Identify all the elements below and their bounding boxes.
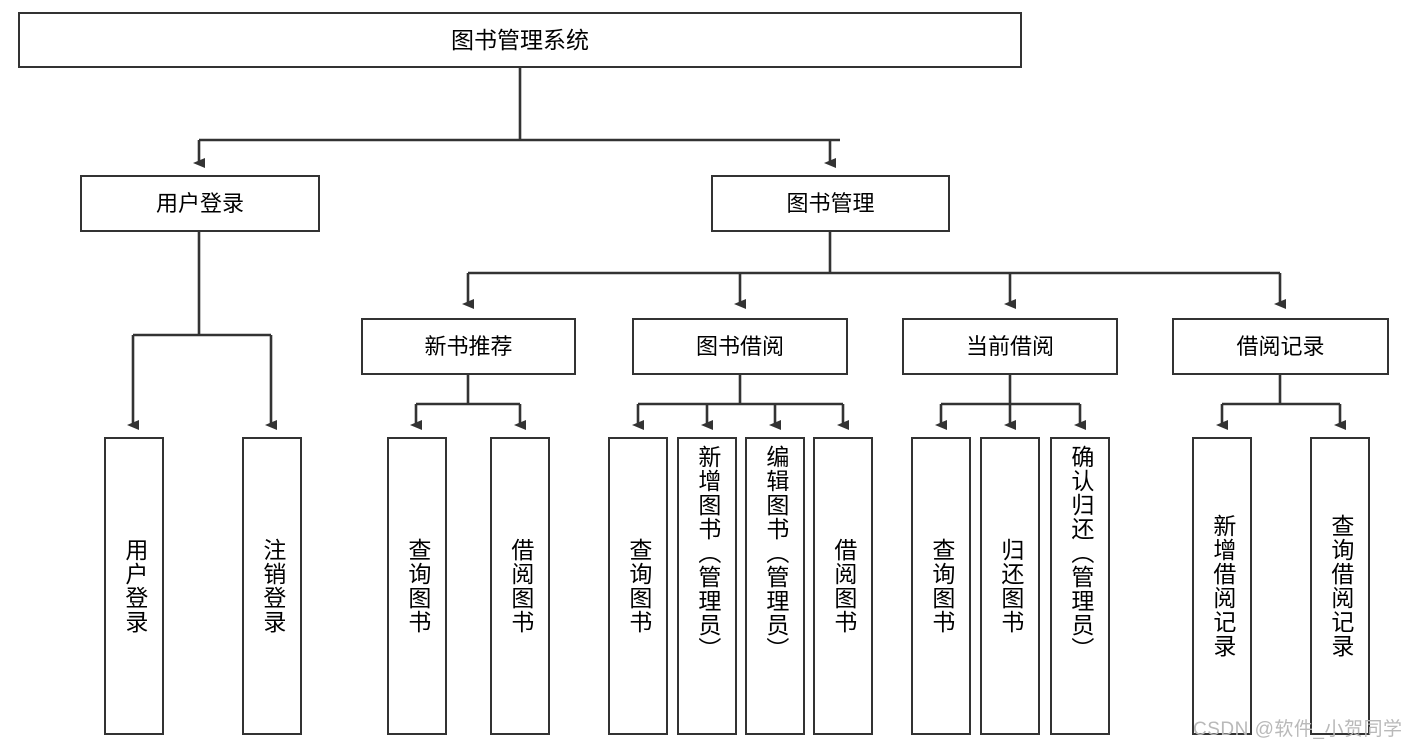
node-label: 图书管理系统 <box>451 26 589 53</box>
node-label: 确认归还（管理员） <box>1067 445 1094 661</box>
leaf-confirm-return-admin[interactable]: 确认归还（管理员） <box>1050 437 1110 735</box>
csdn-watermark: CSDN @软件_小贺同学 <box>1193 719 1403 740</box>
leaf-add-book-admin[interactable]: 新增图书（管理员） <box>677 437 737 735</box>
node-label: 查询图书 <box>625 538 652 634</box>
node-label: 编辑图书（管理员） <box>762 445 789 661</box>
node-label: 图书借阅 <box>695 333 784 359</box>
node-label: 注销登录 <box>259 538 286 634</box>
node-user-login[interactable]: 用户登录 <box>80 175 320 232</box>
node-label: 新书推荐 <box>424 333 513 359</box>
node-label: 借阅图书 <box>507 538 534 634</box>
node-current-borrow[interactable]: 当前借阅 <box>902 318 1118 375</box>
leaf-user-login[interactable]: 用户登录 <box>104 437 164 735</box>
node-new-book-recommend[interactable]: 新书推荐 <box>361 318 576 375</box>
node-book-management[interactable]: 图书管理 <box>711 175 950 232</box>
leaf-query-book-current[interactable]: 查询图书 <box>911 437 971 735</box>
node-label: 当前借阅 <box>965 333 1054 359</box>
node-label: 图书管理 <box>786 190 875 216</box>
node-book-borrow[interactable]: 图书借阅 <box>632 318 848 375</box>
leaf-return-book[interactable]: 归还图书 <box>980 437 1040 735</box>
leaf-query-book-borrow[interactable]: 查询图书 <box>608 437 668 735</box>
node-label: 查询借阅记录 <box>1327 514 1354 658</box>
leaf-query-book-recommend[interactable]: 查询图书 <box>387 437 447 735</box>
leaf-logout[interactable]: 注销登录 <box>242 437 302 735</box>
node-label: 新增图书（管理员） <box>694 445 721 661</box>
node-label: 借阅记录 <box>1236 333 1325 359</box>
leaf-query-borrow-record[interactable]: 查询借阅记录 <box>1310 437 1370 735</box>
node-label: 用户登录 <box>121 538 148 634</box>
leaf-edit-book-admin[interactable]: 编辑图书（管理员） <box>745 437 805 735</box>
node-label: 查询图书 <box>928 538 955 634</box>
leaf-add-borrow-record[interactable]: 新增借阅记录 <box>1192 437 1252 735</box>
node-label: 归还图书 <box>997 538 1024 634</box>
node-label: 查询图书 <box>404 538 431 634</box>
node-label: 新增借阅记录 <box>1209 514 1236 658</box>
leaf-borrow-book-recommend[interactable]: 借阅图书 <box>490 437 550 735</box>
node-label: 借阅图书 <box>830 538 857 634</box>
node-root-book-management-system[interactable]: 图书管理系统 <box>18 12 1022 68</box>
leaf-borrow-book-borrow[interactable]: 借阅图书 <box>813 437 873 735</box>
node-borrow-record[interactable]: 借阅记录 <box>1172 318 1389 375</box>
node-label: 用户登录 <box>155 190 244 216</box>
